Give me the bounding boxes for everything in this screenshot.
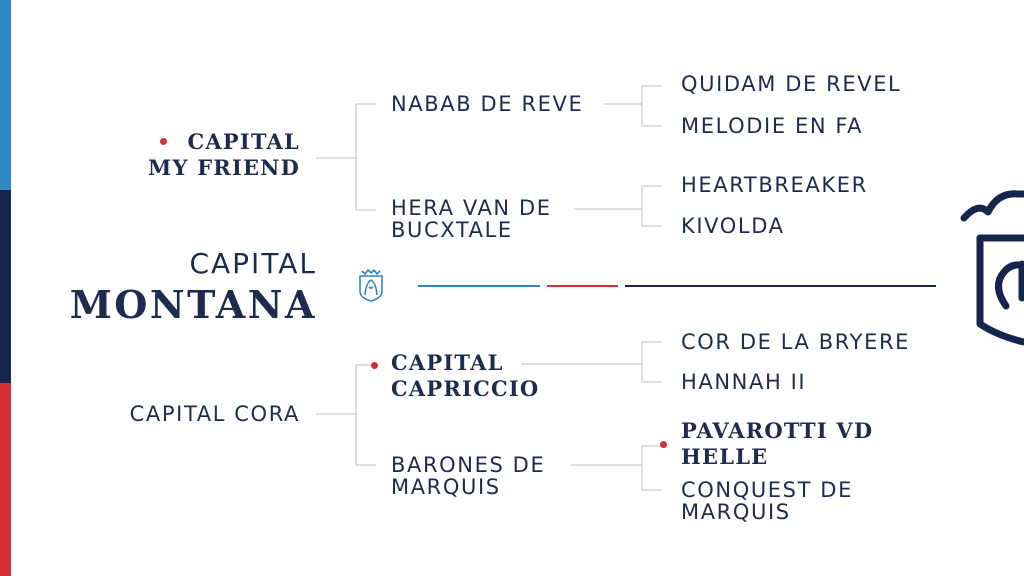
dam-dam-name-line1: BARONES DE — [391, 453, 546, 477]
horse-name-line2: MONTANA — [69, 282, 317, 327]
highlight-dot-dam-sire — [371, 362, 378, 369]
stripe-blue — [0, 0, 11, 190]
connector-sire-sire — [604, 85, 662, 127]
crest-logo-icon — [960, 190, 1024, 346]
sire-dam-dam-name: KIVOLDA — [681, 214, 785, 238]
sire-sire-name: NABAB DE REVE — [391, 92, 584, 116]
connector-sire-dam — [574, 185, 662, 227]
crest-icon — [359, 269, 383, 302]
sire-sire-sire-name: QUIDAM DE REVEL — [681, 72, 902, 96]
sire-name-line1: CAPITAL — [187, 129, 300, 154]
connector-dam-dam — [570, 445, 662, 491]
stripe-red — [0, 383, 11, 576]
dam-dam-sire-name-line1: PAVAROTTI VD — [681, 418, 874, 443]
dam-sire-dam-name: HANNAH II — [681, 370, 807, 394]
sire-name-line2: MY FRIEND — [148, 155, 300, 180]
highlight-dot-dam-dam-sire — [660, 441, 667, 448]
connector-sire — [316, 103, 376, 211]
connector-dam — [316, 364, 376, 466]
sire-sire-dam-name: MELODIE EN FA — [681, 114, 864, 138]
sire-dam-name-line1: HERA VAN DE — [391, 196, 552, 220]
highlight-dot-sire — [160, 138, 167, 145]
dam-dam-dam-name-line1: CONQUEST DE — [681, 478, 853, 502]
dam-sire-sire-name: COR DE LA BRYERE — [681, 330, 911, 354]
dam-dam-sire-name-line2: HELLE — [681, 444, 769, 469]
dam-sire-name-line2: CAPRICCIO — [391, 376, 540, 401]
dam-dam-dam-name-line2: MARQUIS — [681, 500, 791, 524]
horse-name-line1: CAPITAL — [189, 247, 317, 280]
sire-dam-sire-name: HEARTBREAKER — [681, 173, 868, 197]
dam-dam-name-line2: MARQUIS — [391, 475, 501, 499]
dam-name: CAPITAL CORA — [129, 402, 300, 426]
sire-dam-name-line2: BUCXTALE — [391, 218, 513, 242]
stripe-navy — [0, 190, 11, 383]
connector-dam-sire — [521, 341, 662, 383]
dam-sire-name-line1: CAPITAL — [391, 350, 504, 375]
